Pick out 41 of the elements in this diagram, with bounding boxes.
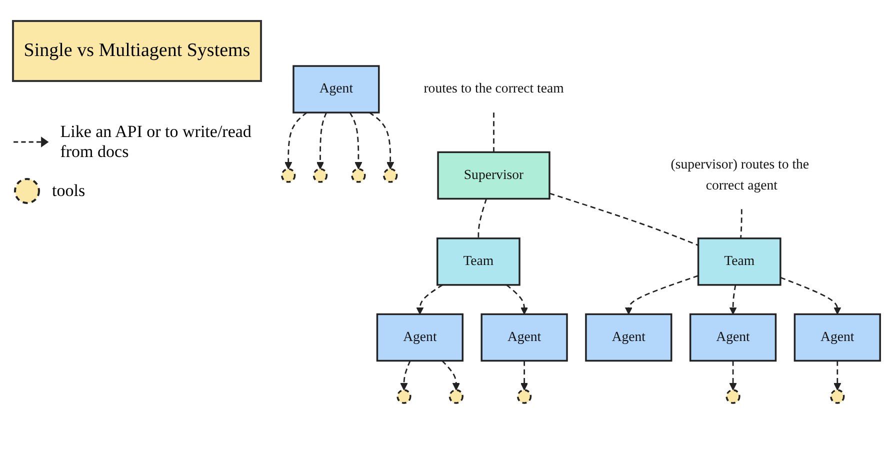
arrow bbox=[316, 112, 328, 170]
node-box: Team bbox=[697, 238, 782, 286]
node-circle bbox=[312, 168, 328, 183]
node-box: Agent bbox=[376, 313, 464, 362]
arrow bbox=[284, 112, 308, 170]
arrow bbox=[369, 112, 394, 170]
connector bbox=[493, 112, 494, 152]
node-circle bbox=[448, 389, 464, 404]
arrow bbox=[442, 360, 460, 390]
arrow bbox=[834, 360, 842, 390]
arrow bbox=[729, 360, 737, 390]
connector bbox=[549, 192, 699, 246]
node-box: Agent bbox=[689, 313, 777, 362]
legend-text: Like an API or to write/read from docs bbox=[60, 122, 252, 162]
node-circle bbox=[830, 389, 845, 404]
node-box: Agent bbox=[794, 313, 881, 362]
arrow bbox=[780, 276, 842, 315]
node-box: Agent bbox=[480, 313, 568, 362]
connector bbox=[478, 198, 488, 238]
node-circle bbox=[726, 389, 740, 404]
node-box: Agent bbox=[292, 65, 380, 114]
node-box: Team bbox=[436, 238, 520, 286]
legend-text: tools bbox=[52, 181, 86, 201]
title-banner: Single vs Multiagent Systems bbox=[12, 20, 262, 82]
node-text: routes to the correct team bbox=[424, 82, 564, 96]
arrow bbox=[349, 112, 362, 170]
node-circle bbox=[351, 168, 366, 183]
arrow bbox=[520, 360, 528, 390]
node-circle bbox=[281, 168, 296, 183]
node-box: Agent bbox=[585, 313, 672, 362]
arrow bbox=[416, 284, 443, 315]
arrow bbox=[506, 284, 528, 315]
node-circle bbox=[516, 389, 532, 404]
arrow bbox=[400, 360, 411, 390]
node-text: (supervisor) routes to the correct agent bbox=[670, 157, 810, 193]
node-circle bbox=[383, 168, 398, 183]
arrow bbox=[624, 275, 699, 315]
arrow bbox=[729, 284, 737, 315]
node-circle bbox=[396, 389, 412, 404]
node-box: Supervisor bbox=[437, 151, 550, 200]
connector bbox=[740, 209, 742, 238]
